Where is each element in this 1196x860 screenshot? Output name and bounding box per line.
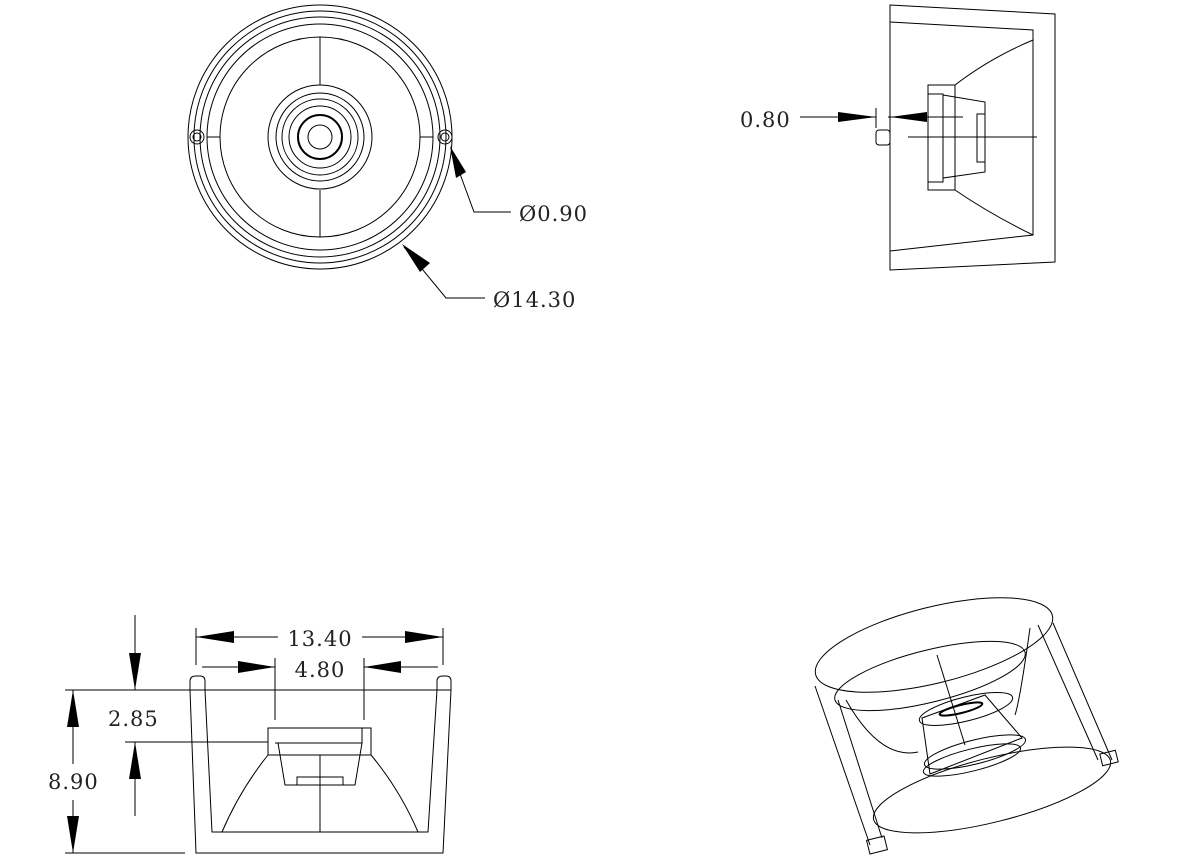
overall-width-label: 13.40	[287, 627, 352, 651]
pin	[875, 129, 891, 146]
mount-hole-right	[437, 129, 453, 145]
hole-diameter-leader: Ø0.90	[450, 146, 588, 226]
overall-height-dimension: 8.90	[48, 690, 99, 853]
pin-offset-dimension: 0.80	[740, 108, 927, 132]
lens-depth-dimension: 2.85	[108, 615, 268, 816]
iso-view	[814, 597, 1119, 855]
overall-width-dimension: 13.40	[195, 627, 444, 665]
overall-height-label: 8.90	[48, 770, 99, 794]
lens-width-dimension: 4.80	[202, 658, 438, 720]
lens-depth-label: 2.85	[108, 707, 159, 731]
hole-diameter-label: Ø0.90	[519, 202, 588, 226]
outer-diameter-leader: Ø14.30	[402, 244, 576, 312]
top-view: Ø0.90 Ø14.30	[187, 4, 588, 312]
mount-hole-left	[189, 129, 205, 145]
outer-diameter-label: Ø14.30	[493, 288, 576, 312]
front-view: 13.40 4.80 2.85 8.90	[48, 615, 452, 854]
side-view: 0.80	[740, 4, 1056, 271]
pin-offset-label: 0.80	[740, 108, 791, 132]
lens-width-label: 4.80	[295, 658, 346, 682]
